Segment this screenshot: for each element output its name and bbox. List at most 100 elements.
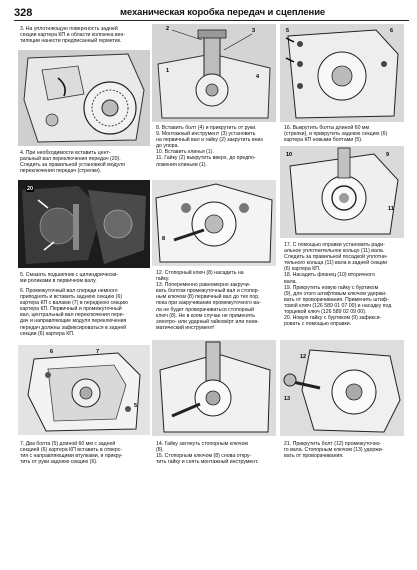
caption-line: картера КП новыми болтами (5).: [284, 137, 363, 144]
caption-line: вал, центральный вал переключения пере-: [20, 312, 125, 319]
caption-step-17-20: 17. С помощью оправки установить ради-ал…: [284, 242, 404, 327]
caption-line: до упора.: [156, 143, 179, 150]
callout-label: 3: [252, 28, 256, 34]
caption-line: вать от проворачивания.: [284, 453, 344, 460]
callout-label: 9: [386, 152, 390, 158]
caption-line: секцией (6) картера КП вставить в отверс…: [20, 447, 123, 454]
caption-line: секции картера КП и области колпачка вен…: [20, 32, 126, 39]
caption-line: тиляции нанести предписанный герметик.: [20, 38, 122, 45]
caption-line: 3. На уплотняющую поверхность задней: [20, 26, 118, 32]
caption-line: го вала. Стопорным ключом (13) удержи-: [284, 447, 384, 454]
caption-line: ми роликами в первичном валу.: [20, 278, 97, 285]
caption-line: 8. Вставить болт (4) и прикрутить от рук…: [156, 125, 257, 131]
caption-line: 7. Два болта (5) длиной 60 мм с задней: [20, 441, 116, 447]
caption-step-14-15: 14. Гайку затянуть стопорным ключом(8).1…: [156, 441, 276, 465]
caption-line: 14. Гайку затянуть стопорным ключом: [156, 441, 248, 447]
caption-line: гайку.: [156, 276, 170, 283]
figure-step-3-housing: [18, 50, 150, 146]
callout-label: 12: [300, 354, 307, 360]
callout-label: 4: [256, 74, 260, 80]
caption-line: матический инструмент!: [156, 324, 215, 331]
figure-step-12-locking-key: 8: [152, 180, 276, 266]
callout-label: 6: [50, 349, 54, 355]
caption-line: альное уплотнительное кольцо (11) вала.: [284, 248, 385, 255]
caption-step-4: 4. При необходимости вставить цент-ральн…: [20, 150, 148, 174]
caption-line: тельного кольца (11) вала в задней секци…: [284, 260, 388, 267]
callout-label: 8: [162, 236, 166, 242]
caption-line: (стрелки), и прикрутить заднюю секцию (6…: [284, 131, 388, 138]
caption-line: ровать с помощью оправки.: [284, 321, 352, 328]
caption-line: 18. Насадить фланец (10) вторичного: [284, 272, 375, 279]
caption-line: картера КП с валами (7) в переднюю секци…: [20, 300, 129, 307]
caption-line: 4. При необходимости вставить цент-: [20, 150, 111, 156]
caption-line: 11. Гайку (2) выкрутить вверх, до предпо…: [156, 155, 256, 162]
caption-line: торцевой ключ (126 589 02 09 00).: [284, 309, 367, 316]
caption-line: (6) картера КП.: [284, 266, 321, 273]
figure-step-17-seal: 10 9 11: [280, 146, 404, 238]
caption-step-5: 5. Смазать подшипник с цилиндрически-ми …: [20, 272, 148, 284]
caption-step-16: 16. Выкрутить болты длиной 60 мм(стрелки…: [284, 125, 404, 143]
caption-line: 20. Новую гайку с буртиком (9) зафикси-: [284, 315, 382, 322]
caption-line: приподнять и вставить заднюю секцию (6): [20, 294, 123, 301]
caption-line: переключения передач (стрелки).: [20, 168, 102, 175]
figure-step-8-tool: 2 3 1 4: [152, 24, 276, 122]
caption-line: вать от проворачивания. Применить штиф-: [284, 296, 389, 303]
callout-label: 5: [286, 28, 290, 34]
callout-label: 7: [96, 349, 100, 355]
caption-line: дач и направляющие модуля переключения: [20, 318, 127, 325]
caption-line: вать болтом промежуточный вал и стопор-: [156, 288, 260, 295]
caption-line: ключ (8). Не в коем случае не применять: [156, 312, 255, 319]
caption-line: 9. Монтажный инструмент (3) установить: [156, 131, 256, 138]
header-rule: [14, 20, 409, 21]
caption-line: тия с направляющими втулками, и прикру-: [20, 453, 123, 460]
caption-line: ложения клиньев (1).: [156, 161, 207, 168]
caption-line: 17. С помощью оправки установить ради-: [284, 242, 385, 248]
figure-step-7-rear-section: 6 7 5: [18, 345, 150, 435]
caption-line: электро- или ударный гайковёрт или пнев-: [156, 318, 259, 325]
caption-line: (8).: [156, 447, 164, 454]
page-header: 328 механическая коробка передач и сцепл…: [0, 0, 417, 22]
caption-line: тить гайку и снять монтажный инструмент.: [156, 459, 259, 466]
callout-label: 13: [284, 396, 291, 402]
caption-line: 16. Выкрутить болты длиной 60 мм: [284, 125, 370, 131]
figure-step-21-bolt: 12 13: [280, 340, 404, 436]
caption-line: ла не будет проворачиваться стопорный: [156, 306, 255, 313]
caption-line: 15. Стопорным ключом (8) снова откру-: [156, 453, 252, 460]
caption-line: 6. Промежуточный вал спереди немного: [20, 288, 118, 294]
caption-line: 21. Прикрутить болт (12) промежуточно-: [284, 441, 382, 447]
callout-label: 2: [166, 26, 170, 32]
caption-line: 12. Стопорный ключ (8) насадить на: [156, 270, 244, 276]
page-number: 328: [14, 7, 33, 19]
caption-line: картера КП. Первичный и промежуточный: [20, 306, 122, 313]
caption-line: 19. Прикрутить новую гайку с буртиком: [284, 284, 379, 291]
callout-label: 5: [134, 403, 138, 409]
caption-line: Следить за правильной посадкой уплотни-: [284, 254, 388, 261]
caption-line: 5. Смазать подшипник с цилиндрически-: [20, 272, 119, 278]
figure-step-14-tighten: [152, 340, 276, 436]
figure-step-4-shift-shaft: 20: [18, 180, 150, 268]
caption-step-21: 21. Прикрутить болт (12) промежуточно-го…: [284, 441, 404, 459]
caption-line: Следить за правильной установкой модуля: [20, 162, 125, 169]
caption-line: передач должны зафиксироваться в задней: [20, 324, 127, 331]
callout-label: 11: [388, 206, 394, 212]
caption-line: товой ключ (126 589 01 07 00) и насадку …: [284, 302, 392, 309]
caption-line: 13. Попеременно равномерно закручи-: [156, 282, 251, 289]
caption-line: секции (6) картера КП.: [20, 330, 75, 337]
figure-step-16-bolts: 5 6: [280, 24, 404, 122]
caption-step-8-11: 8. Вставить болт (4) и прикрутить от рук…: [156, 125, 276, 168]
caption-line: ральный вал переключения передач (20).: [20, 156, 121, 163]
caption-line: вала.: [284, 278, 297, 285]
callout-label: 20: [26, 186, 35, 192]
callout-label: 1: [166, 68, 170, 74]
caption-line: тить от руки заднюю секцию (6).: [20, 459, 98, 466]
caption-line: ным ключом (8) первичный вал до тех пор,: [156, 294, 260, 301]
callout-label: 10: [286, 152, 293, 158]
caption-line: (9), для этого штифтовым ключом удержи-: [284, 290, 387, 297]
caption-line: 10. Вставить клинья (1).: [156, 149, 214, 156]
page-title: механическая коробка передач и сцепление: [120, 7, 326, 18]
caption-line: на первичный вал и гайку (2) закрутить в…: [156, 137, 263, 144]
